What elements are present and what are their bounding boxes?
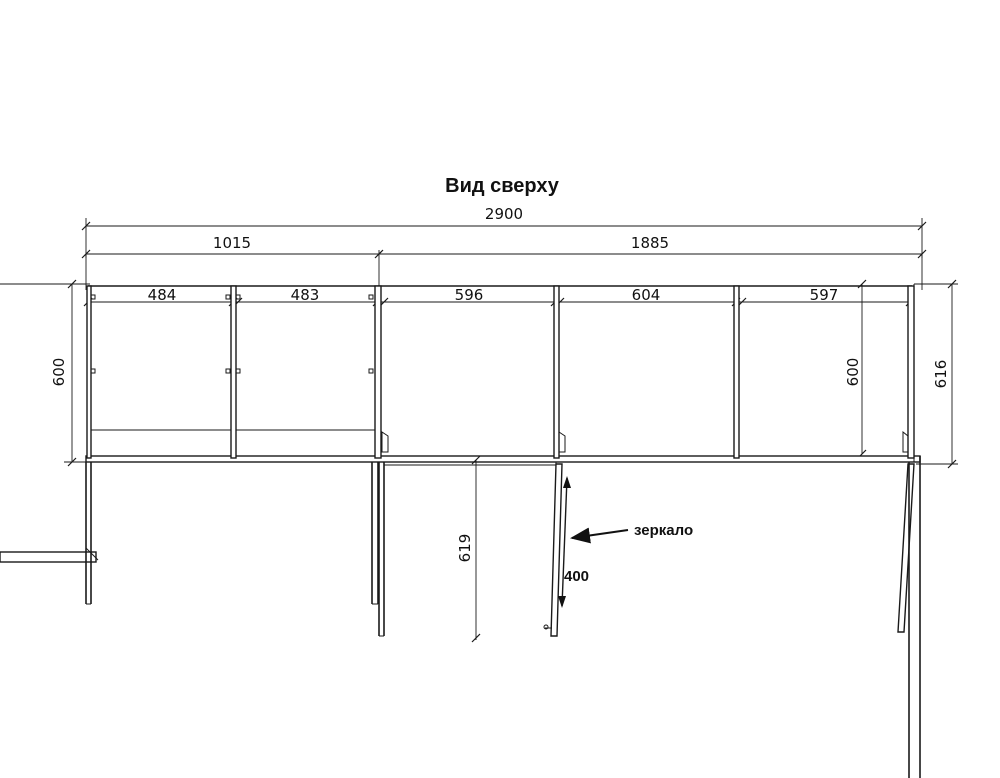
drawing-title: Вид сверху (445, 175, 560, 197)
dim-depth-outer-label: 616 (932, 360, 950, 389)
door-right-open (897, 463, 915, 633)
wall-right (908, 284, 921, 778)
dim-depth-outer: 616 (914, 279, 958, 469)
dim-depth-left: 600 (50, 279, 90, 467)
dim-right-section-label: 1885 (631, 234, 669, 252)
dim-door-open-label: 619 (456, 534, 474, 563)
dim-door-open: 619 (456, 455, 481, 643)
dim-bay5-label: 597 (810, 286, 839, 304)
dim-depth-right-label: 600 (844, 358, 862, 387)
mirror-door (543, 463, 563, 637)
dim-bay2-label: 483 (291, 286, 320, 304)
dim-bay1-label: 484 (148, 286, 177, 304)
dim-left-section-label: 1015 (213, 234, 251, 252)
door-center-open (378, 461, 557, 637)
side-desk (0, 462, 99, 605)
dim-total-label: 2900 (485, 205, 523, 223)
dim-bay3-label: 596 (455, 286, 484, 304)
dim-mirror-label: 400 (564, 568, 589, 585)
dim-depth-right: 600 (844, 279, 867, 459)
dim-mirror: 400 (558, 476, 589, 608)
dim-depth-left-label: 600 (50, 358, 68, 387)
dim-sections: 1015 1885 (81, 234, 927, 290)
door-left-open (371, 462, 379, 605)
mirror-callout: зеркало (570, 522, 693, 544)
dim-total: 2900 (81, 205, 927, 258)
dim-bays: 484 483 596 604 597 (83, 286, 915, 307)
dim-bay4-label: 604 (632, 286, 661, 304)
wardrobe-carcass (85, 285, 921, 463)
mirror-label: зеркало (634, 522, 693, 539)
